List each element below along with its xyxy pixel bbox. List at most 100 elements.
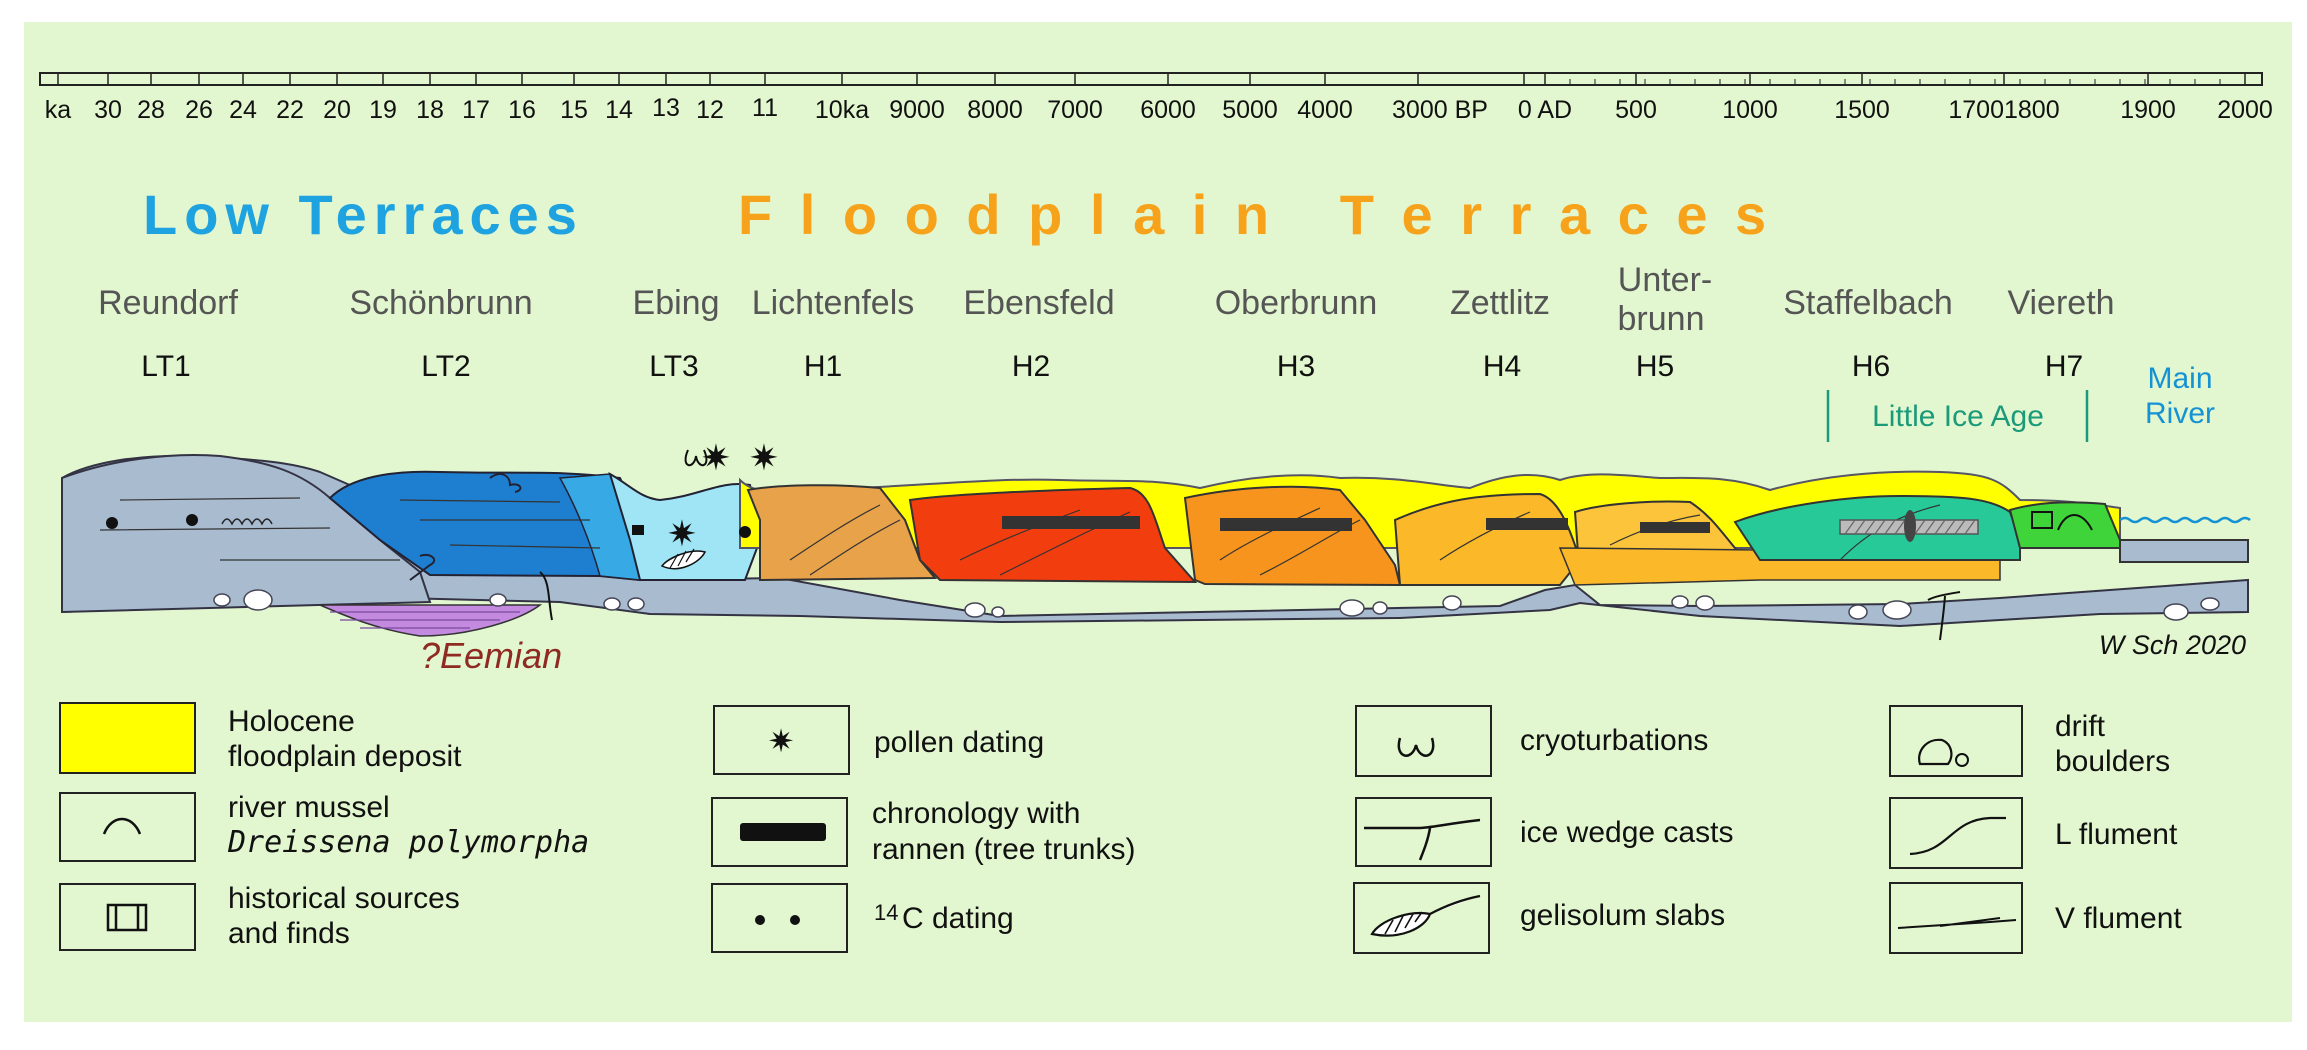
terrace-code: LT3 bbox=[649, 350, 698, 383]
tick-label: 9000 bbox=[889, 96, 945, 124]
terrace-code: H4 bbox=[1483, 350, 1521, 383]
terrace-code: H5 bbox=[1636, 350, 1674, 383]
tick-label: 3000 BP bbox=[1392, 96, 1488, 124]
time-scale-bar bbox=[39, 72, 2263, 86]
site-name: Reundorf bbox=[98, 284, 238, 322]
drift-boulder-icon bbox=[1955, 753, 1969, 767]
terrace-codes: LT1 LT2 LT3 H1 H2 H3 H4 H5 H6 H7 bbox=[141, 350, 2083, 383]
tick-label: 7000 bbox=[1047, 96, 1103, 124]
legend-label: rannen (tree trunks) bbox=[872, 833, 1135, 866]
legend-label: gelisolum slabs bbox=[1520, 899, 1725, 932]
c14-dot bbox=[106, 517, 118, 529]
tick-label: 2000 bbox=[2217, 96, 2273, 124]
tick-label: 1900 bbox=[2120, 96, 2176, 124]
legend-label: L flument bbox=[2055, 818, 2178, 851]
tick-label: 500 bbox=[1615, 96, 1657, 124]
tick-label: 28 bbox=[137, 96, 165, 124]
pollen-star: ✷ bbox=[701, 437, 731, 478]
tick-label: 14 bbox=[605, 96, 633, 124]
c14-dot bbox=[186, 514, 198, 526]
terrace-h3 bbox=[1183, 485, 1402, 587]
legend-gelisolum-box bbox=[1353, 882, 1490, 954]
legend-label: and finds bbox=[228, 917, 350, 950]
c14-icon bbox=[755, 915, 765, 925]
drift-boulder-icon bbox=[1918, 738, 1953, 766]
c14-icon bbox=[790, 915, 800, 925]
legend-label: 14 bbox=[874, 900, 898, 925]
site-name: Unter- bbox=[1618, 261, 1712, 299]
tick-label: 8000 bbox=[967, 96, 1023, 124]
main-river-label: River bbox=[2145, 397, 2215, 430]
time-scale-labels: ka 30 28 26 24 22 20 19 18 17 16 15 14 1… bbox=[45, 94, 2273, 124]
legend-label: floodplain deposit bbox=[228, 740, 462, 773]
site-name: Schönbrunn bbox=[349, 284, 532, 322]
site-name: Lichtenfels bbox=[752, 284, 915, 322]
chronology-icon bbox=[740, 823, 826, 841]
credit-label: W Sch 2020 bbox=[2099, 630, 2246, 660]
legend-label: chronology with bbox=[872, 797, 1080, 830]
historical-sources-icon bbox=[106, 903, 148, 932]
tick-label: 30 bbox=[94, 96, 122, 124]
tick-label: ka bbox=[45, 96, 72, 124]
river-waves bbox=[2119, 516, 2251, 524]
site-name: Viereth bbox=[2007, 284, 2114, 322]
tick-label: 1000 bbox=[1722, 96, 1778, 124]
little-ice-age-bracket: Little Ice Age bbox=[1826, 390, 2089, 442]
drift-boulders bbox=[213, 589, 2220, 621]
terrace-code: H6 bbox=[1852, 350, 1890, 383]
tick-label: 1500 bbox=[1834, 96, 1890, 124]
tick-label: 15 bbox=[560, 96, 588, 124]
site-name: Oberbrunn bbox=[1215, 284, 1378, 322]
legend-label: Dreissena polymorpha bbox=[227, 825, 589, 860]
l-flument-icon bbox=[1909, 816, 2006, 856]
cross-section: ✷ ✷ ✷ bbox=[61, 437, 2251, 641]
tick-label: 5000 bbox=[1222, 96, 1278, 124]
legend-chronology-box bbox=[711, 797, 848, 867]
site-name: Ebensfeld bbox=[963, 284, 1114, 322]
legend-c14-box bbox=[711, 883, 848, 953]
legend-label: ice wedge casts bbox=[1520, 816, 1733, 849]
ice-wedge bbox=[539, 571, 553, 621]
legend-pollen-box bbox=[713, 705, 850, 775]
pollen-icon: ✷ bbox=[768, 723, 795, 759]
pollen-star: ✷ bbox=[667, 513, 697, 554]
cryoturbation-icon bbox=[684, 449, 708, 466]
tick-label: 26 bbox=[185, 96, 213, 124]
historical-finds-mark bbox=[2031, 511, 2053, 529]
terrace-code: H1 bbox=[804, 350, 842, 383]
legend-mussel-box bbox=[59, 792, 196, 862]
legend-label: pollen dating bbox=[874, 726, 1044, 759]
site-name: Staffelbach bbox=[1783, 284, 1953, 322]
site-name: Zettlitz bbox=[1450, 284, 1550, 322]
terrace-code: LT2 bbox=[421, 350, 470, 383]
terrace-code: H3 bbox=[1277, 350, 1315, 383]
legend-historical-box bbox=[59, 883, 196, 951]
tick-label: 12 bbox=[696, 96, 724, 124]
low-terraces-heading: Low Terraces bbox=[143, 183, 584, 246]
tick-label: 13 bbox=[652, 94, 680, 122]
little-ice-age-label: Little Ice Age bbox=[1872, 400, 2044, 433]
site-name: brunn bbox=[1618, 300, 1705, 338]
tick-label: 22 bbox=[276, 96, 304, 124]
tick-label: 0 AD bbox=[1518, 96, 1572, 124]
historical-finds-mark bbox=[632, 525, 644, 535]
legend-label: boulders bbox=[2055, 745, 2170, 778]
tick-label: 11 bbox=[752, 94, 778, 122]
legend-cryo-box bbox=[1355, 705, 1492, 777]
tick-label: 17001800 bbox=[1948, 96, 2059, 124]
legend-label: V flument bbox=[2055, 902, 2182, 935]
legend-label: Holocene bbox=[228, 705, 355, 738]
ice-wedge-icon bbox=[1364, 818, 1481, 861]
legend-ice-wedge-box bbox=[1355, 797, 1492, 867]
tick-label: 16 bbox=[508, 96, 536, 124]
tick-label: 6000 bbox=[1140, 96, 1196, 124]
cryoturbation-icon bbox=[1397, 737, 1435, 757]
legend-v-flument-box bbox=[1889, 882, 2023, 954]
ice-wedge bbox=[1927, 591, 1961, 641]
legend-label: historical sources bbox=[228, 882, 460, 915]
time-scale: ka 30 28 26 24 22 20 19 18 17 16 15 14 1… bbox=[39, 72, 2273, 124]
terrace-h7 bbox=[2008, 501, 2121, 549]
main-river-label: Main bbox=[2147, 362, 2212, 395]
legend-label: drift bbox=[2055, 710, 2106, 743]
